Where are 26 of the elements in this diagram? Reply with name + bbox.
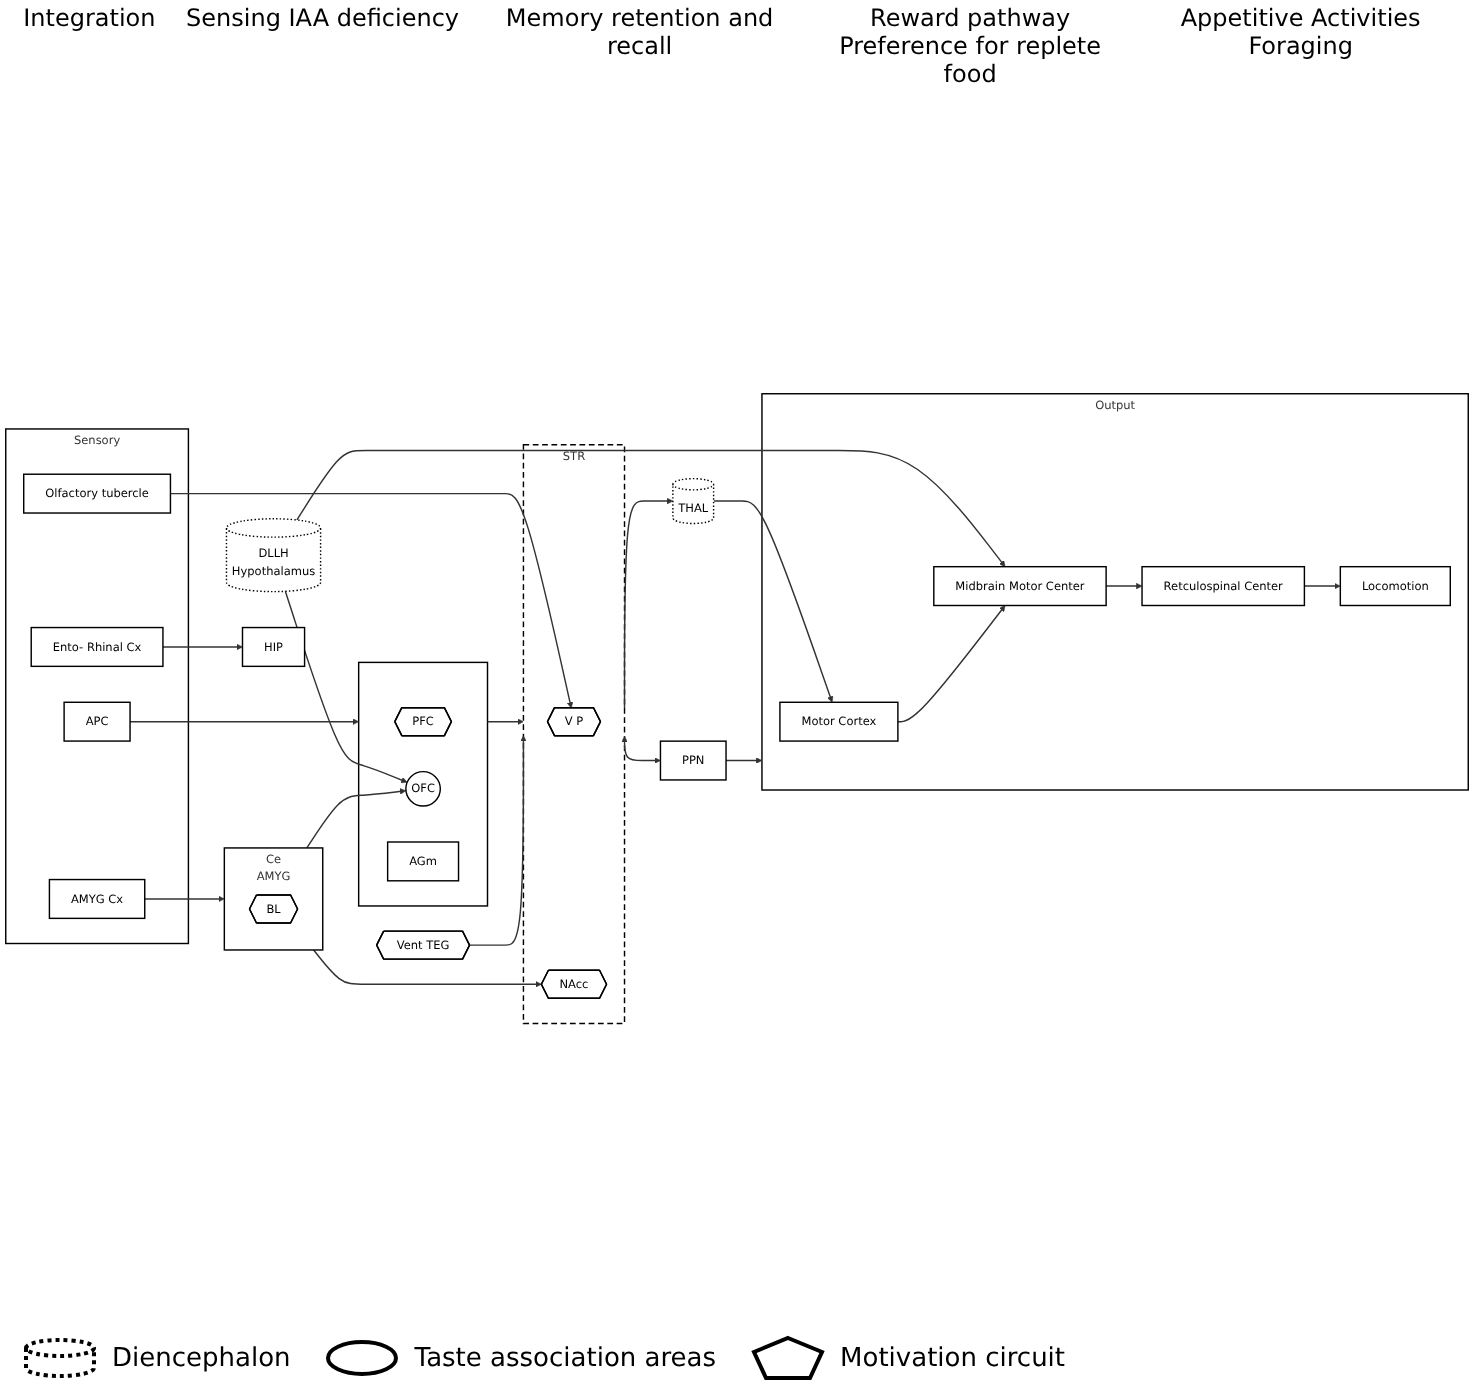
arrow [1105, 583, 1143, 590]
arrow [144, 896, 225, 903]
arrow [169, 493, 574, 709]
function-note: Memory retention and recall [503, 4, 776, 64]
arrow [621, 736, 661, 765]
arrow [712, 500, 834, 703]
function-note: Reward pathway Preference for replete food [837, 4, 1104, 88]
cluster [357, 662, 489, 908]
legend-label: Taste association areas [414, 1343, 717, 1373]
arrow [312, 949, 542, 988]
arrow [897, 605, 1006, 723]
arrow [468, 735, 527, 947]
legend-label: Motivation circuit [840, 1343, 1066, 1373]
arrow [284, 591, 408, 784]
arrow [296, 450, 1006, 568]
arrow [486, 718, 524, 726]
arrow [306, 788, 407, 850]
legend-label: Diencephalon [112, 1343, 291, 1373]
column-heading: Integration [23, 4, 156, 36]
function-note: Sensing IAA deficiency [186, 4, 460, 36]
arrow [1303, 583, 1341, 590]
arrow [129, 718, 359, 726]
arrow [725, 757, 763, 765]
function-note: Appetitive Activities Foraging [1178, 4, 1423, 64]
arrow [162, 644, 243, 651]
arrow [623, 498, 674, 710]
